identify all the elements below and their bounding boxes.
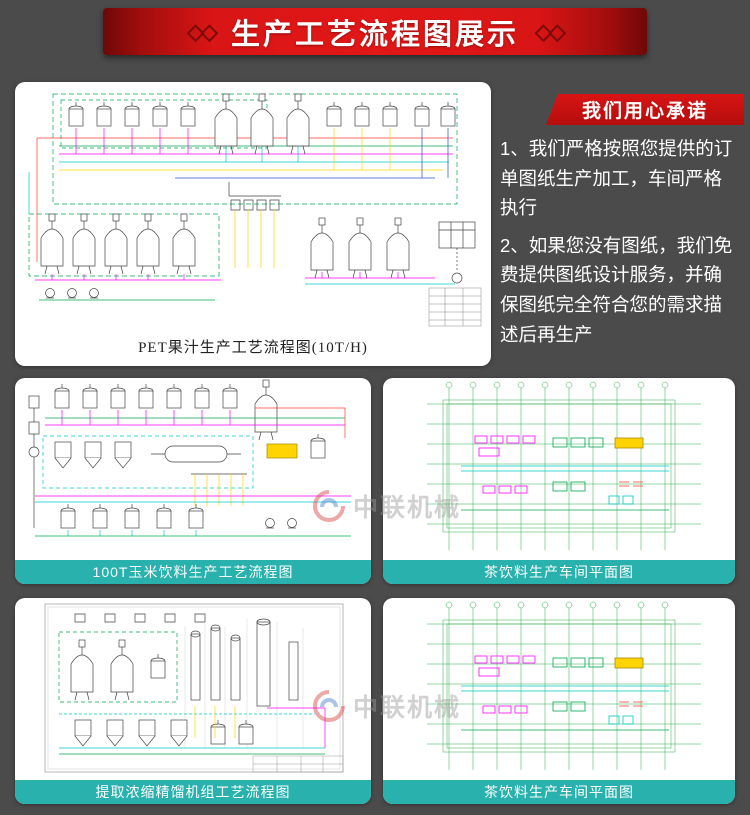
pet-flowchart-drawing — [28, 93, 482, 327]
promise-title: 我们用心承诺 — [581, 101, 708, 122]
distillation-flowchart-caption: 提取浓缩精馏机组工艺流程图 — [15, 780, 371, 804]
promise-item-1: 1、我们严格按照您提供的订单图纸生产加工，车间严格执行 — [500, 138, 733, 219]
header-banner: ◇◇ 生产工艺流程图展示 ◇◇ — [103, 8, 647, 55]
promise-text: 1、我们严格按照您提供的订单图纸生产加工，车间严格执行 2、如果您没有图纸，我们… — [500, 134, 738, 357]
corn-flowchart-caption: 100T玉米饮料生产工艺流程图 — [15, 560, 371, 584]
tea-plant-plan-caption-1: 茶饮料生产车间平面图 — [383, 560, 735, 584]
banner-right-ornament: ◇◇ — [535, 18, 566, 44]
tea-plant-plan-card-2[interactable]: 茶饮料生产车间平面图 — [383, 598, 735, 804]
promise-banner: 我们用心承诺 — [546, 94, 744, 125]
main-flowchart-caption: PET果汁生产工艺流程图(10T/H) — [138, 340, 368, 356]
corn-flowchart-drawing — [28, 379, 351, 537]
tea-plant-plan-card-1[interactable]: 茶饮料生产车间平面图 — [383, 378, 735, 584]
tea-plant-plan-drawing-2 — [426, 601, 702, 771]
promise-item-2: 2、如果您没有图纸，我们免费提供图纸设计服务，并确保图纸完全符合您的需求描述后再… — [500, 234, 733, 345]
page-title: 生产工艺流程图展示 — [230, 18, 519, 51]
tea-plant-plan-caption-2: 茶饮料生产车间平面图 — [383, 780, 735, 804]
main-flowchart-card[interactable]: PET果汁生产工艺流程图(10T/H) — [15, 82, 491, 366]
banner-left-ornament: ◇◇ — [187, 18, 218, 44]
distillation-flowchart-card[interactable]: 提取浓缩精馏机组工艺流程图 — [15, 598, 371, 804]
tea-plant-plan-drawing-1 — [426, 381, 702, 551]
distillation-flowchart-drawing — [44, 603, 344, 773]
corn-flowchart-card[interactable]: 100T玉米饮料生产工艺流程图 — [15, 378, 371, 584]
